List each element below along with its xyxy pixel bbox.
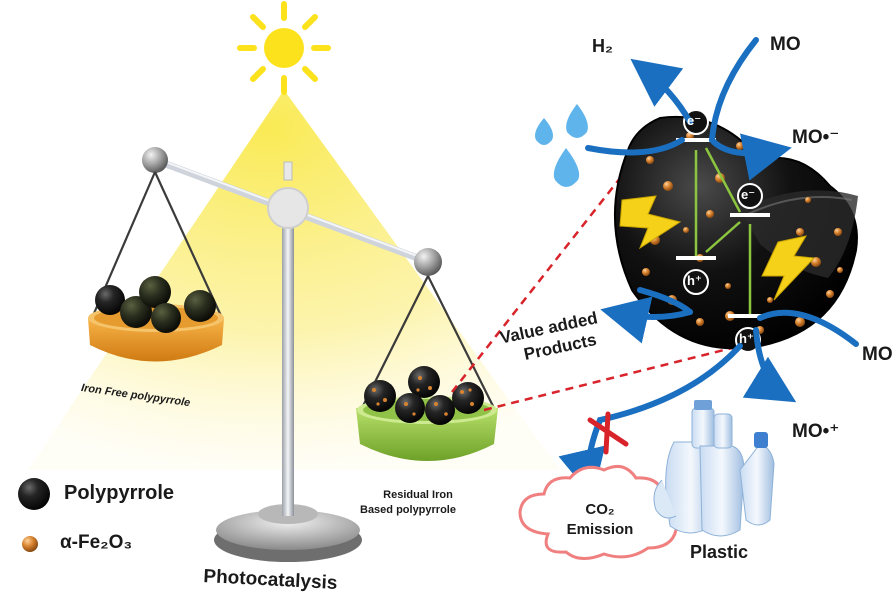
blocked-cross-icon: [587, 411, 629, 455]
balance-base: [214, 504, 362, 562]
legend-polypyrrole-marker: [18, 478, 50, 510]
charge-electron-2: e⁻: [741, 187, 756, 202]
label-residual-line1: Residual Iron: [383, 489, 453, 501]
lightning-bolt-right-icon: [761, 235, 816, 301]
label-mo-radical-plus: MO•⁺: [792, 421, 840, 442]
legend-fe2o3-label: α-Fe₂O₃: [60, 532, 133, 553]
label-mo-right: MO: [862, 344, 893, 365]
charge-electron-1: e⁻: [687, 113, 702, 128]
charge-hole-1: h⁺: [687, 273, 702, 288]
label-co2: CO₂: [585, 501, 615, 518]
label-h2: H₂: [592, 36, 613, 56]
residual-iron-spheres: [364, 366, 484, 425]
right-pivot-ball: [414, 248, 442, 276]
charge-hole-2: h⁺: [739, 331, 754, 346]
label-emission: Emission: [566, 521, 634, 538]
left-pivot-ball: [142, 147, 168, 173]
lightning-bolt-left-icon: [619, 195, 682, 250]
legend-polypyrrole-label: Polypyrrole: [64, 482, 175, 504]
label-plastic: Plastic: [690, 542, 749, 562]
reaction-arrows: [558, 37, 859, 498]
label-co2-emission: CO₂ Emission: [560, 500, 640, 540]
iron-free-spheres: [95, 276, 216, 333]
label-residual-iron: Residual Iron Based polypyrrole: [360, 488, 456, 518]
legend-fe2o3-marker: [22, 536, 38, 552]
co2-cloud: [518, 464, 680, 560]
pivot: [267, 187, 309, 229]
sun-icon: [237, 1, 331, 95]
water-droplets-icon: [535, 104, 588, 187]
label-residual-line2: Based polypyrrole: [360, 504, 456, 516]
label-mo-radical-minus: MO•⁻: [792, 127, 840, 148]
charge-transfer-arrows: [694, 147, 752, 314]
plastic-bottles-icon: [653, 400, 775, 537]
balance-pole: [282, 200, 294, 516]
label-mo-top: MO: [770, 34, 801, 55]
